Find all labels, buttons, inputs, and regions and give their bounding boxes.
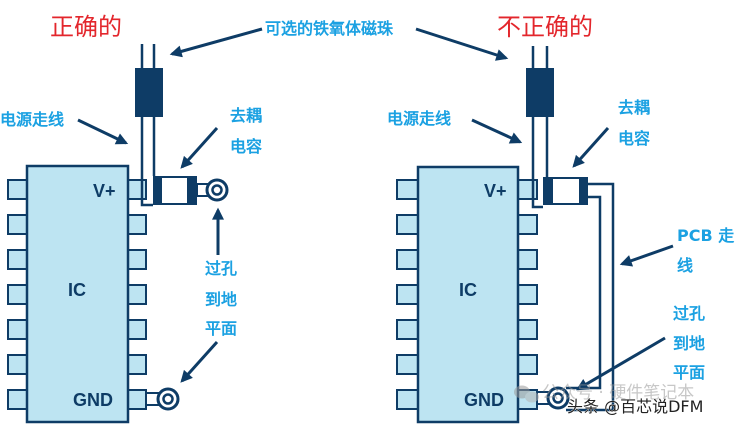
wechat-icon-bubble <box>525 391 539 403</box>
ic-pin <box>517 354 538 375</box>
via-label-line3: 平面 <box>673 363 705 382</box>
decoupling-capacitor <box>543 177 588 205</box>
decap-label-line2: 电容 <box>618 129 650 148</box>
decap-label-line1: 去耦 <box>230 106 262 125</box>
ic-pin <box>396 354 419 375</box>
ic-pin <box>7 354 28 375</box>
pcb-trace-arrow <box>619 244 674 267</box>
ic-vplus-label: V+ <box>484 181 507 201</box>
ic-chip: V+ IC GND <box>7 164 147 424</box>
ic-pin <box>517 249 538 270</box>
ic-pin <box>127 319 147 340</box>
ferrite-bead <box>135 44 163 117</box>
ic-pin <box>517 214 538 235</box>
pcb-trace-label-line1: PCB 走 <box>677 226 734 245</box>
ic-pin <box>7 249 28 270</box>
wechat-watermark: 公众号 · 硬件笔记本 <box>542 383 694 403</box>
ic-pin <box>127 354 147 375</box>
ic-pin <box>7 284 28 305</box>
ic-body <box>416 165 520 424</box>
ferrite-bead-label: 可选的铁氧体磁珠 <box>265 19 394 38</box>
cap-terminal <box>580 177 588 205</box>
ic-pin <box>517 284 538 305</box>
ferrite-arrow-right <box>415 27 509 61</box>
via-arrow-down <box>180 340 219 383</box>
via-hole <box>211 184 223 196</box>
decap-label-line1: 去耦 <box>618 98 650 117</box>
power-trace-arrow <box>77 118 129 145</box>
ic-name-label: IC <box>68 280 86 300</box>
ic-pin <box>127 284 147 305</box>
gnd-via-hole <box>162 393 174 405</box>
cap-terminal <box>153 176 161 205</box>
cap-terminal <box>543 177 552 205</box>
toutiao-watermark: 头条 @百芯说DFM <box>567 397 703 416</box>
ic-pin <box>396 214 419 235</box>
decap-label-line2: 电容 <box>230 137 262 156</box>
bead-body <box>135 68 163 117</box>
cap-body <box>551 177 581 205</box>
ic-name-label: IC <box>459 280 477 300</box>
pcb-trace-outer-edge <box>566 182 615 412</box>
watermark <box>514 385 539 403</box>
power-trace-edge <box>140 117 153 207</box>
incorrect-panel: V+ IC GND 电源走线 去耦 电容 PCB 走 线 过 <box>387 46 734 424</box>
ic-pin <box>7 389 28 410</box>
ic-vplus-label: V+ <box>93 181 116 201</box>
ic-pin <box>396 249 419 270</box>
power-trace-label: 电源走线 <box>387 109 451 128</box>
pcb-trace-label-line2: 线 <box>677 256 693 275</box>
gnd-via-hole <box>552 392 564 404</box>
ic-gnd-label: GND <box>73 390 113 410</box>
ic-pin <box>517 319 538 340</box>
power-trace-arrow <box>471 118 523 144</box>
ic-pin <box>396 179 419 200</box>
via-arrow <box>575 336 666 391</box>
power-trace-edge <box>531 117 543 209</box>
ferrite-bead <box>526 46 554 209</box>
incorrect-title: 不正确的 <box>497 13 593 41</box>
power-trace-label: 电源走线 <box>0 110 64 129</box>
correct-title: 正确的 <box>50 13 122 41</box>
ic-pin-vplus <box>127 179 147 200</box>
ic-pin <box>7 214 28 235</box>
ic-chip: V+ IC GND <box>396 165 538 424</box>
ic-pin <box>127 214 147 235</box>
ic-pin <box>396 319 419 340</box>
pcb-trace-inner-edge <box>566 195 602 390</box>
ic-pin <box>7 179 28 200</box>
ferrite-arrow-left <box>169 27 263 58</box>
ic-pin <box>396 284 419 305</box>
via-label-line3: 平面 <box>205 319 237 338</box>
decoupling-capacitor <box>153 176 197 205</box>
bead-body <box>526 68 554 117</box>
decap-arrow <box>572 126 610 168</box>
cap-terminal <box>188 176 197 205</box>
cap-body <box>160 176 189 205</box>
via-label-line2: 到地 <box>205 290 237 309</box>
ic-body <box>25 164 130 424</box>
ic-pin <box>396 389 419 410</box>
ic-pin <box>7 319 28 340</box>
decap-arrow <box>180 126 219 169</box>
correct-panel: V+ IC GND 电源走线 去耦 电容 <box>0 44 262 424</box>
ic-pin <box>127 249 147 270</box>
ic-gnd-label: GND <box>464 390 504 410</box>
via-label-line2: 到地 <box>673 334 705 353</box>
ic-pin-gnd <box>127 389 147 410</box>
via-label-line1: 过孔 <box>205 259 237 278</box>
via-label-line1: 过孔 <box>673 304 705 323</box>
